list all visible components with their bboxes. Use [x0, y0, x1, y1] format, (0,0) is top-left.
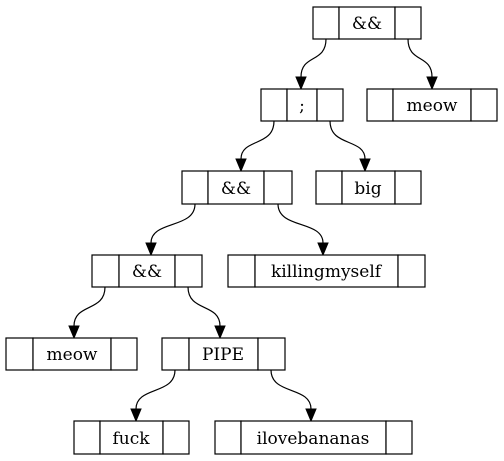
arrowhead-icon	[145, 242, 157, 257]
node-label: &&	[132, 262, 162, 282]
tree-node: meow	[5, 337, 138, 371]
node-label: &&	[221, 179, 251, 199]
node-left-pointer-cell	[5, 337, 34, 371]
tree-node: killingmyself	[227, 254, 426, 288]
node-label-cell	[392, 88, 472, 122]
tree-edge	[300, 38, 327, 78]
tree-node: big	[315, 170, 422, 205]
tree-node: PIPE	[161, 337, 286, 371]
node-label: ilovebananas	[257, 429, 370, 449]
node-label-cell	[254, 254, 399, 288]
tree-node: ilovebananas	[214, 420, 413, 455]
tree-edges	[68, 38, 438, 423]
node-right-pointer-cell	[385, 420, 413, 455]
node-left-pointer-cell	[181, 170, 209, 205]
tree-edge	[135, 369, 176, 410]
arrowhead-icon	[359, 158, 371, 173]
node-left-pointer-cell	[312, 6, 340, 40]
node-right-pointer-cell	[110, 337, 138, 371]
node-label: fuck	[112, 429, 150, 449]
node-left-pointer-cell	[260, 88, 288, 122]
node-right-pointer-cell	[397, 254, 426, 288]
node-label: &&	[352, 14, 382, 34]
node-left-pointer-cell	[91, 254, 120, 288]
node-left-pointer-cell	[214, 420, 242, 455]
node-label: PIPE	[202, 345, 244, 365]
tree-edge	[407, 38, 433, 78]
node-right-pointer-cell	[394, 170, 422, 205]
node-label-cell	[32, 337, 112, 371]
node-right-pointer-cell	[174, 254, 203, 288]
arrowhead-icon	[214, 325, 226, 340]
tree-node: fuck	[73, 420, 190, 455]
node-right-pointer-cell	[470, 88, 498, 122]
node-left-pointer-cell	[227, 254, 256, 288]
tree-edge	[270, 369, 312, 410]
arrowhead-icon	[317, 242, 329, 257]
tree-node: ;	[260, 88, 344, 122]
arrowhead-icon	[68, 325, 80, 340]
tree-edge	[277, 203, 324, 244]
node-right-pointer-cell	[263, 170, 293, 205]
node-left-pointer-cell	[315, 170, 343, 205]
node-label: meow	[47, 345, 98, 365]
tree-edge	[240, 120, 275, 160]
tree-node: &&	[181, 170, 293, 205]
node-right-pointer-cell	[394, 6, 422, 40]
arrowhead-icon	[235, 158, 247, 173]
arrowhead-icon	[130, 408, 142, 423]
tree-edge	[73, 286, 106, 327]
node-left-pointer-cell	[366, 88, 394, 122]
node-label-cell	[341, 170, 396, 205]
node-right-pointer-cell	[257, 337, 286, 371]
node-left-pointer-cell	[73, 420, 101, 455]
tree-node: &&	[312, 6, 422, 40]
node-left-pointer-cell	[161, 337, 190, 371]
node-label: ;	[299, 96, 305, 116]
arrowhead-icon	[295, 76, 307, 91]
node-label-cell	[207, 170, 265, 205]
tree-node: &&	[91, 254, 203, 288]
arrowhead-icon	[305, 408, 317, 423]
tree-edge	[329, 120, 366, 160]
node-right-pointer-cell	[316, 88, 344, 122]
node-right-pointer-cell	[162, 420, 190, 455]
arrowhead-icon	[426, 76, 438, 91]
tree-node: meow	[366, 88, 498, 122]
tree-edge	[150, 203, 196, 244]
node-label: meow	[407, 96, 458, 116]
tree-edge	[187, 286, 221, 327]
node-label: killingmyself	[271, 262, 383, 282]
node-label-cell	[118, 254, 176, 288]
node-label: big	[354, 179, 381, 199]
